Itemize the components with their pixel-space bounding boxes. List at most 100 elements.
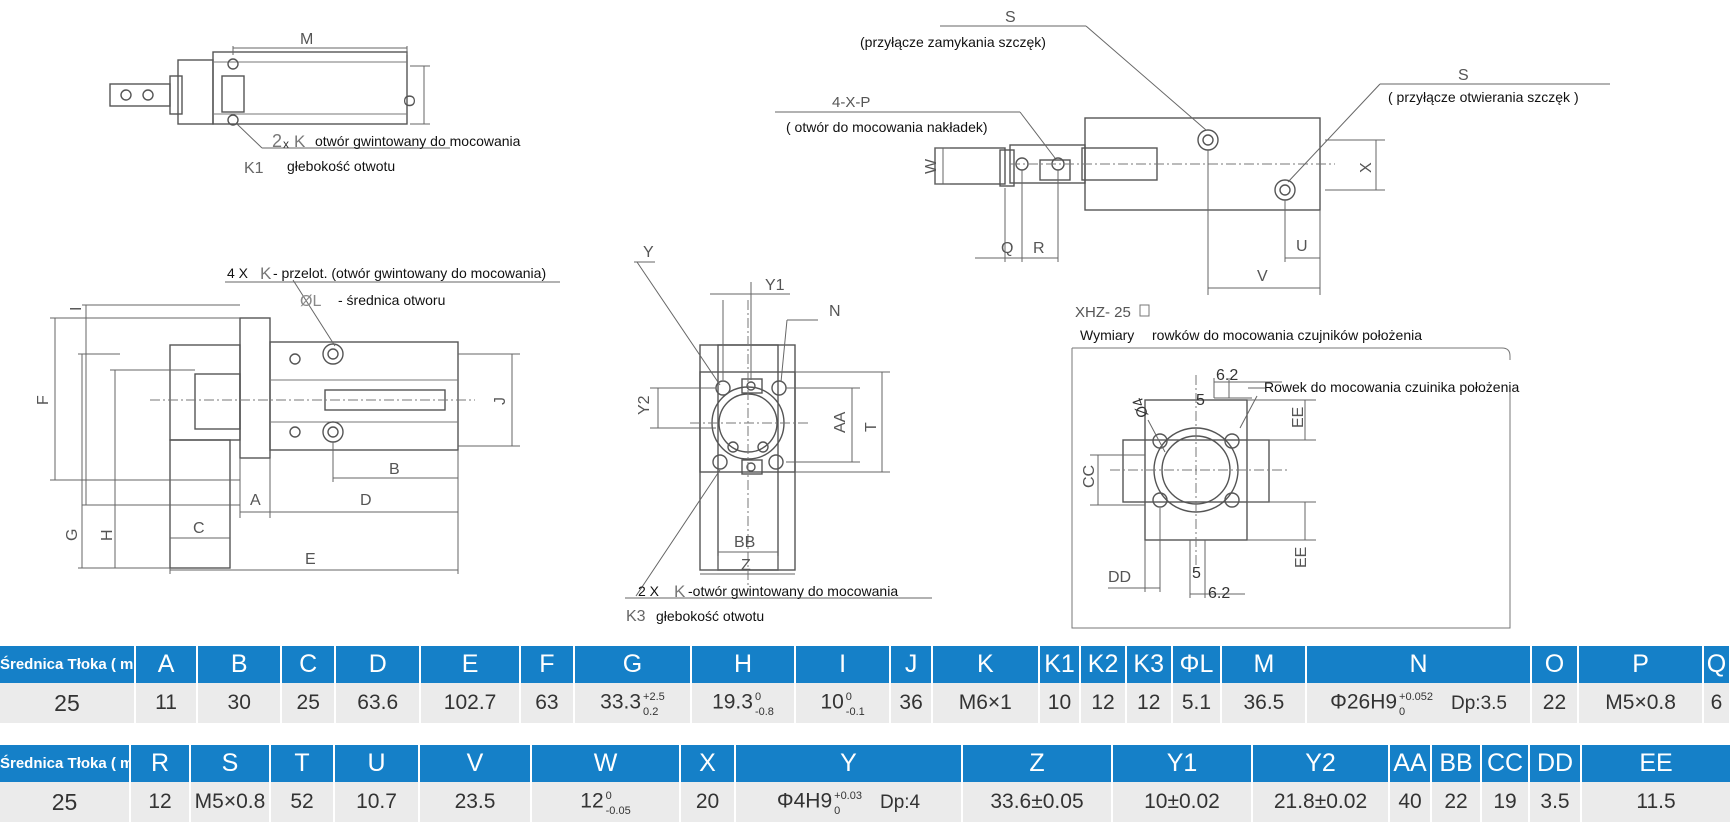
dim-y1-label: Y1 <box>765 277 785 294</box>
spec-value-cell: 22 <box>1530 683 1580 723</box>
spec-value-main: 25 <box>51 788 78 815</box>
k-hole-end-letter: K <box>674 582 686 601</box>
spec-value-cell: 23.5 <box>419 782 532 822</box>
spec-header-cell: Y2 <box>1252 745 1390 782</box>
spec-header-cell: R <box>130 745 191 782</box>
dim-bb-label: BB <box>734 534 755 551</box>
spec-value-cell: 3.5 <box>1529 782 1582 822</box>
front-view: 4 X K - przelot. (otwór gwintowany do mo… <box>35 264 560 574</box>
dim-d-label: D <box>360 492 372 509</box>
spec-value-main: 11 <box>155 691 177 714</box>
spec-value-cell: 36 <box>890 683 933 723</box>
dim-62-top: 6.2 <box>1216 367 1238 384</box>
spec-tolerance-upper: 0 <box>605 790 612 802</box>
spec-value-cell: 22 <box>1431 782 1482 822</box>
phi-l-letter: ØL <box>300 293 321 310</box>
spec-value-main: 12 <box>1137 691 1161 714</box>
spec-header-cell: N <box>1306 646 1532 683</box>
dim-5-top: 5 <box>1196 392 1205 409</box>
technical-drawing: M O 2 x K otwór gwintowany do mocowania … <box>35 9 1610 629</box>
dim-z-label: Z <box>741 557 751 574</box>
dim-m-label: M <box>300 31 313 48</box>
spec-tolerance-upper: +2.5 <box>643 691 665 703</box>
spec-tolerance-upper: 0 <box>754 691 762 703</box>
spec-value-main: 30 <box>227 691 251 714</box>
spec-value-cell: 33.6±0.05 <box>962 782 1113 822</box>
spec-value-cell: 40 <box>1389 782 1432 822</box>
dim-dd: DD <box>1108 569 1131 586</box>
spec-value-cell: 10±0.02 <box>1112 782 1253 822</box>
spec-table-2: Średnica Tłoka ( mm )RSTUVWXYZY1Y2AABBCC… <box>0 745 1731 822</box>
spec-header-cell: Y1 <box>1112 745 1253 782</box>
spec-value-main: 40 <box>1398 790 1422 813</box>
spec-header-cell: Średnica Tłoka ( mm ) <box>0 646 136 683</box>
spec-header-cell: U <box>334 745 420 782</box>
spec-value-main: 25 <box>54 689 80 716</box>
spec-value-cell: 25 <box>0 683 136 723</box>
spec-value-main: 6 <box>1710 691 1723 714</box>
spec-value-main: 19 <box>1493 790 1517 813</box>
k3-text: głebokość otwotu <box>656 608 764 624</box>
k-hole-text: otwór gwintowany do mocowania <box>315 133 521 149</box>
spec-value-main: 3.5 <box>1540 790 1570 813</box>
k-hole-prefix: 2 <box>272 131 282 151</box>
spec-header-cell: H <box>691 646 796 683</box>
spec-value-cell: 36.5 <box>1221 683 1308 723</box>
spec-value-extra: Dp:3.5 <box>1451 692 1507 714</box>
spec-value-cell: 12 <box>1125 683 1173 723</box>
k1-text: głebokość otwotu <box>287 158 395 174</box>
spec-value-main: 33.6±0.05 <box>990 790 1084 813</box>
spec-value-main: 20 <box>695 790 720 813</box>
spec-value-main: 25 <box>296 691 320 714</box>
k-hole-letter: K <box>294 132 306 151</box>
dim-b-label: B <box>389 461 400 478</box>
spec-value-cell: 63.6 <box>335 683 422 723</box>
spec-header-cell: P <box>1578 646 1704 683</box>
spec-value-main: 33.3 <box>600 690 642 714</box>
dim-w-label: W <box>923 158 940 174</box>
spec-tolerance-lower: 0 <box>1399 706 1406 718</box>
spec-value-cell: 5.1 <box>1171 683 1223 723</box>
spec-header-cell: G <box>573 646 693 683</box>
dim-y-label: Y <box>643 244 654 261</box>
spec-header-cell: AA <box>1389 745 1432 782</box>
k-hole-x: x <box>283 137 289 151</box>
spec-value-main: 36 <box>899 691 923 714</box>
end-view: Y Y1 N Y2 AA T BB Z 2 X K -otwór gwintow… <box>625 244 932 625</box>
spec-header-cell: EE <box>1581 745 1731 782</box>
dim-o-label: O <box>402 95 419 107</box>
spec-header-cell: F <box>519 646 575 683</box>
spec-value-main: M6×1 <box>958 691 1012 714</box>
groove-label: Rowek do mocowania czuinika położenia <box>1264 379 1519 395</box>
dim-e-label: E <box>305 551 316 568</box>
spec-header-cell: K1 <box>1038 646 1082 683</box>
k-hole-end-text: -otwór gwintowany do mocowania <box>688 583 898 599</box>
spec-value-main: 52 <box>290 790 314 813</box>
spec-value-main: 21.8±0.02 <box>1273 790 1368 813</box>
dim-5-bot: 5 <box>1192 565 1201 582</box>
spec-value-main: 22 <box>1444 790 1468 813</box>
s-top-letter: S <box>1005 9 1016 26</box>
spec-value-main: Φ26H9 <box>1330 690 1398 714</box>
spec-header-cell: A <box>134 646 199 683</box>
spec-header-cell: J <box>890 646 933 683</box>
spec-value-cell: 52 <box>270 782 335 822</box>
spec-value-main: 63 <box>535 691 559 714</box>
spec-header-cell: D <box>335 646 422 683</box>
spec-header-cell: DD <box>1529 745 1582 782</box>
spec-value-main: 10±0.02 <box>1144 790 1220 813</box>
spec-value-cell: 12 <box>1080 683 1127 723</box>
spec-header-cell: V <box>419 745 532 782</box>
k-thru-letter: K <box>260 264 272 283</box>
spec-value-main: 23.5 <box>454 790 496 813</box>
spec-value-cell: 20 <box>680 782 736 822</box>
dim-v-label: V <box>1257 268 1268 285</box>
spec-table-2-header-row: Średnica Tłoka ( mm )RSTUVWXYZY1Y2AABBCC… <box>0 745 1731 782</box>
dim-r-label: R <box>1033 240 1045 257</box>
